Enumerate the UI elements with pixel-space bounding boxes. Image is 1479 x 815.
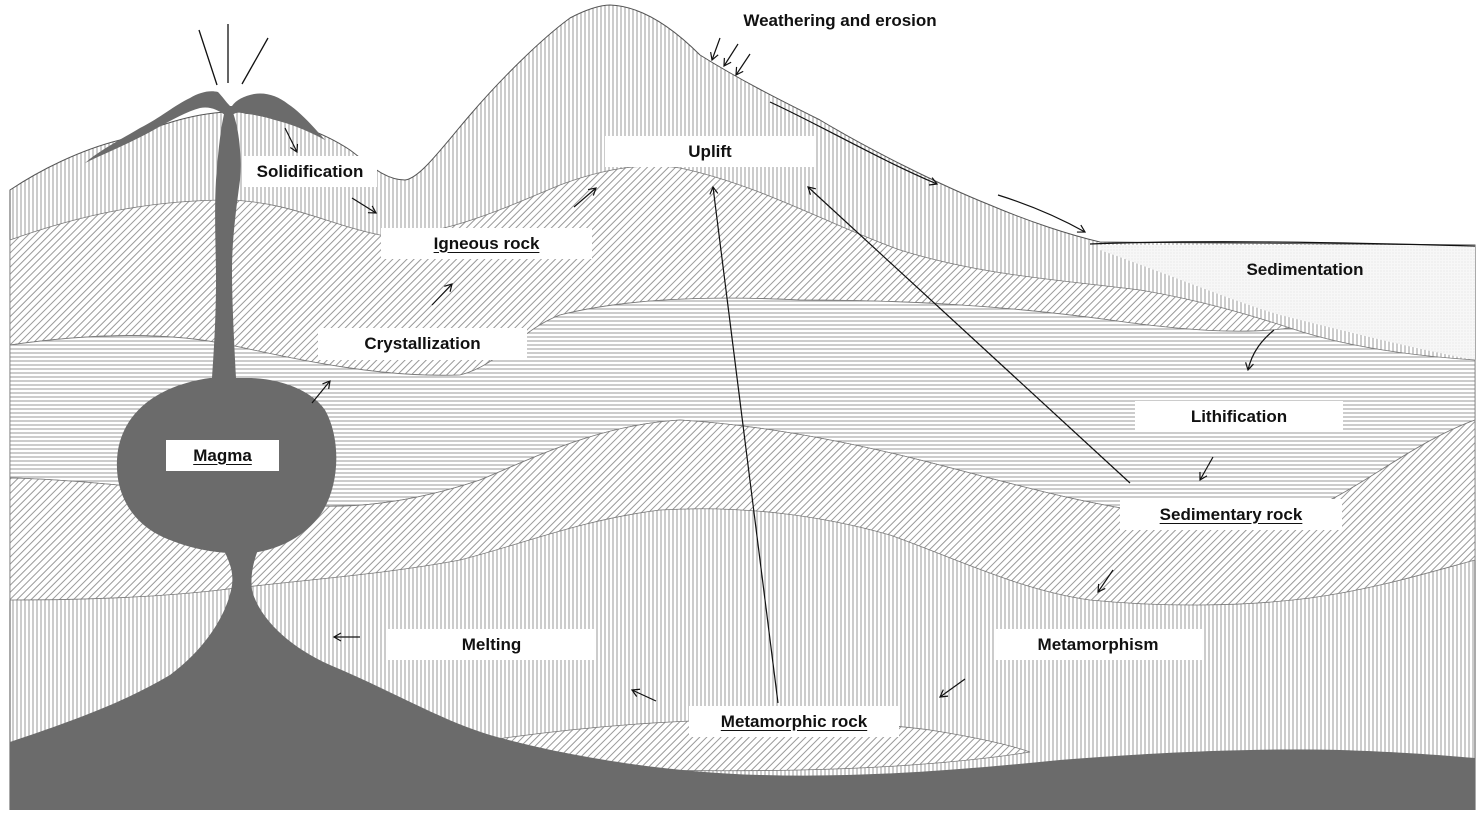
metamorphism-arrow [939, 678, 966, 698]
label-igneous-rock: Igneous rock [381, 228, 592, 259]
weathering-arrow-2 [723, 43, 739, 68]
crystallization-arrow [431, 283, 453, 306]
label-weathering-erosion: Weathering and erosion [743, 11, 937, 30]
solidification-arrow [351, 197, 378, 214]
eruption-line-right [241, 37, 269, 85]
label-magma: Magma [166, 440, 279, 471]
rock-layer-diagonal-lower [9, 419, 1476, 606]
igneous-to-uplift-arrow [573, 187, 597, 208]
metamorphic-to-melting-arrow [630, 688, 657, 702]
deep-magma[interactable] [10, 550, 1475, 810]
label-metamorphism: Metamorphism [994, 629, 1202, 660]
metamorphic-uplift-arrow [709, 185, 779, 704]
sea-surface-line [1089, 241, 1476, 247]
sedimentary-to-metamorphism-arrow [1097, 569, 1114, 593]
weathering-arrow-3 [735, 53, 751, 77]
eruption-line-left [198, 29, 218, 86]
label-sedimentation: Sedimentation [1246, 260, 1364, 279]
sedimentation-arrow [1245, 329, 1275, 372]
lithification-arrow [1199, 456, 1214, 482]
volcano-lava[interactable] [85, 91, 325, 163]
label-lithification: Lithification [1135, 401, 1343, 432]
label-crystallization: Crystallization [318, 328, 527, 360]
erosion-arrow-lower [997, 194, 1087, 233]
erosion-arrow-upper [769, 101, 939, 186]
label-metamorphic-rock: Metamorphic rock [689, 706, 899, 737]
lava-flow-arrow [284, 127, 299, 154]
weathering-arrow-1 [710, 37, 721, 62]
magma-to-crystallization-arrow [311, 380, 331, 404]
label-solidification: Solidification [243, 156, 377, 187]
sedimentary-uplift-arrow [807, 186, 1131, 484]
label-uplift: Uplift [605, 136, 815, 167]
sea-sediment [1100, 245, 1475, 360]
label-sedimentary-rock: Sedimentary rock [1120, 499, 1342, 530]
label-melting: Melting [387, 629, 596, 660]
